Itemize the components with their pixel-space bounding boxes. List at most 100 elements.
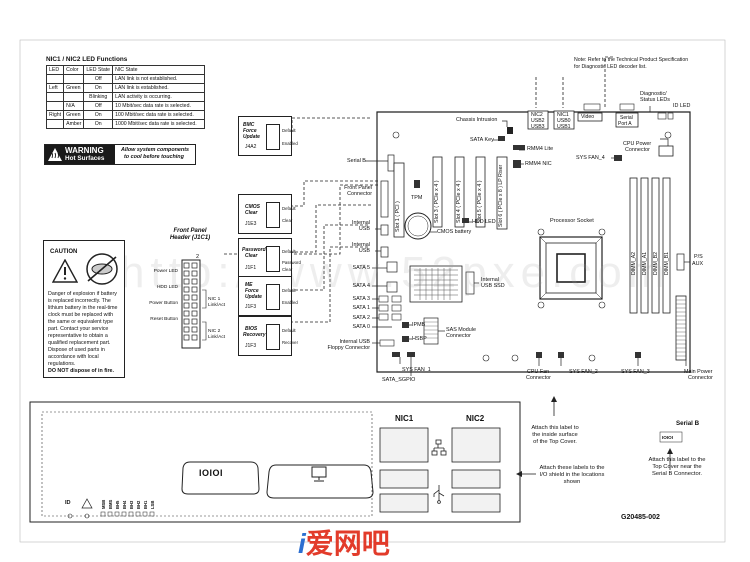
jumper-name: BIOS <box>245 326 258 332</box>
label-sata-sgpio: SATA_SGPIO <box>382 377 416 383</box>
jumper-id: J1F3 <box>245 343 257 349</box>
jumper-name: Recovery <box>243 332 266 338</box>
label-slot-3: Slot 3 ( PCIe x 4 ) <box>434 180 440 223</box>
caution-title: CAUTION <box>50 249 78 255</box>
table-cell <box>63 92 85 102</box>
label-slot-1: Slot 1 ( PCI ) <box>395 201 401 232</box>
table-cell: Left <box>45 83 65 93</box>
dimm-a2 <box>629 177 638 314</box>
rmm4-lite-conn <box>513 145 525 150</box>
jumper-pins <box>266 124 280 150</box>
front-panel-conn <box>380 180 389 218</box>
caution-line: qualified replacement part. <box>48 340 111 346</box>
jumper-pins <box>266 246 280 272</box>
table-cell: Green <box>63 110 85 120</box>
jumper-option: Default <box>282 249 296 254</box>
jumper-id: J4A2 <box>245 144 257 150</box>
label-diagnostic-1: Diagnostic/ <box>640 91 667 97</box>
attach-top-2: the inside surface <box>532 432 578 438</box>
table-cell: LAN activity is occurring. <box>112 92 206 102</box>
diag-leds <box>657 112 667 120</box>
part-number: G20485-002 <box>621 514 660 521</box>
table-cell <box>45 101 65 111</box>
label-internal-usb-ssd-1: Internal <box>481 277 499 283</box>
io-diag-label: BH2 <box>136 500 141 509</box>
label-serial-a-1: Serial <box>620 115 633 121</box>
jumper-pins <box>266 202 280 228</box>
jumper-name: BMC <box>243 122 255 128</box>
table-cell: N/A <box>63 101 85 111</box>
label-dimm-a1: DIMM_A1 <box>642 251 648 275</box>
label-internal-usb-ssd-2: USB SSD <box>481 283 505 289</box>
fp-label: Power LED <box>153 269 178 274</box>
table-header-row: LED Color LED State NIC State <box>45 65 206 75</box>
label-ps-aux-2: AUX <box>692 261 704 267</box>
table-cell: Amber <box>63 119 85 129</box>
table-row: Amber On 1000 Mbit/sec data rate is sele… <box>45 119 206 129</box>
label-chassis-intrusion: Chassis Intrusion <box>456 117 498 123</box>
caution-triangle-icon <box>52 259 78 283</box>
network-icon <box>431 439 447 456</box>
label-dimm-a2: DIMM_A2 <box>631 251 637 275</box>
slot-1 <box>393 162 405 238</box>
label-internal-usb-1a: Internal <box>352 220 370 226</box>
io-label-nic2: NIC2 <box>466 414 485 423</box>
serial-b-label-title: Serial B <box>676 420 700 427</box>
label-cpu-power-1: CPU Power <box>623 141 652 147</box>
caution-line: part. Contact your service <box>48 326 109 332</box>
caution-line: the same or equivalent type <box>48 319 114 325</box>
jumper-name: Force <box>245 288 259 294</box>
cpu-power-conn <box>658 145 674 157</box>
hdd-led-header <box>462 218 469 223</box>
slot-3 <box>432 156 443 228</box>
io-shield-outline <box>29 401 521 523</box>
rmm4-nic-conn <box>513 160 521 168</box>
motherboard-outline <box>376 111 691 373</box>
cmos-battery <box>404 212 432 240</box>
front-panel-title-2: Header (J1C1) <box>169 235 211 241</box>
io-diag-label: LSB <box>150 500 155 509</box>
label-rmm4-lite: RMM4 Lite <box>527 146 554 152</box>
attach-serialb-1: Attach this label to the <box>648 457 706 463</box>
note-line-1: Note: Refer to the Technical Product Spe… <box>574 57 689 63</box>
table-cell <box>45 92 65 102</box>
io-id-label: ID <box>65 500 71 506</box>
jumper-name: Update <box>245 294 262 300</box>
jumper-id: J1E3 <box>245 221 257 227</box>
label-internal-usb-floppy-2: Floppy Connector <box>327 345 370 351</box>
label-slot-4: Slot 4 ( PCIe x 4 ) <box>456 180 462 223</box>
fp-label: Power Button <box>149 301 178 306</box>
label-ps-aux-1: P/S <box>694 254 703 260</box>
jumper-me-force-update: ME Force Update J1F3 Default Enabled <box>238 276 298 316</box>
front-panel-header-pins <box>181 259 207 349</box>
caution-box: CAUTION Danger of explosion if battery i… <box>43 240 125 378</box>
slot-4 <box>454 156 465 228</box>
warning-badge: WARNING Hot Surfaces <box>45 145 115 164</box>
chipset <box>409 265 463 303</box>
nic1-usb-connector <box>553 110 575 130</box>
table-cell <box>45 74 65 84</box>
table-cell: Blinking <box>83 92 114 102</box>
jumper-bios-recovery: BIOS Recovery J1F3 Default Recover <box>238 316 298 356</box>
logo-letter: i <box>298 528 306 559</box>
label-usb3: USB3 <box>531 124 545 130</box>
nic1-port <box>379 427 429 463</box>
label-usb1: USB1 <box>557 124 571 130</box>
table-cell: LAN link is not established. <box>112 74 206 84</box>
warning-title: WARNING <box>65 146 104 155</box>
label-processor-socket: Processor Socket <box>550 218 594 224</box>
fp-nic1: NIC 1 <box>208 297 221 302</box>
table-header: LED <box>45 65 65 75</box>
table-header: LED State <box>83 65 114 75</box>
fp-label: HDD LED <box>156 285 178 290</box>
led-functions-table: LED Color LED State NIC State Off LAN li… <box>45 65 206 129</box>
label-tpm: TPM <box>411 195 423 201</box>
watermark-text: http://www.52pxe.com <box>120 248 671 297</box>
label-dimm-b1: DIMM_B1 <box>664 251 670 275</box>
label-cpu-power-2: Connector <box>625 147 650 153</box>
table-cell: Off <box>83 101 114 111</box>
io-serial-glyph: IOIOI <box>199 468 224 478</box>
usb-icon <box>433 485 445 504</box>
label-hdd-led: HDD LED <box>472 219 496 225</box>
label-sata-key: SATA Key <box>470 137 494 143</box>
